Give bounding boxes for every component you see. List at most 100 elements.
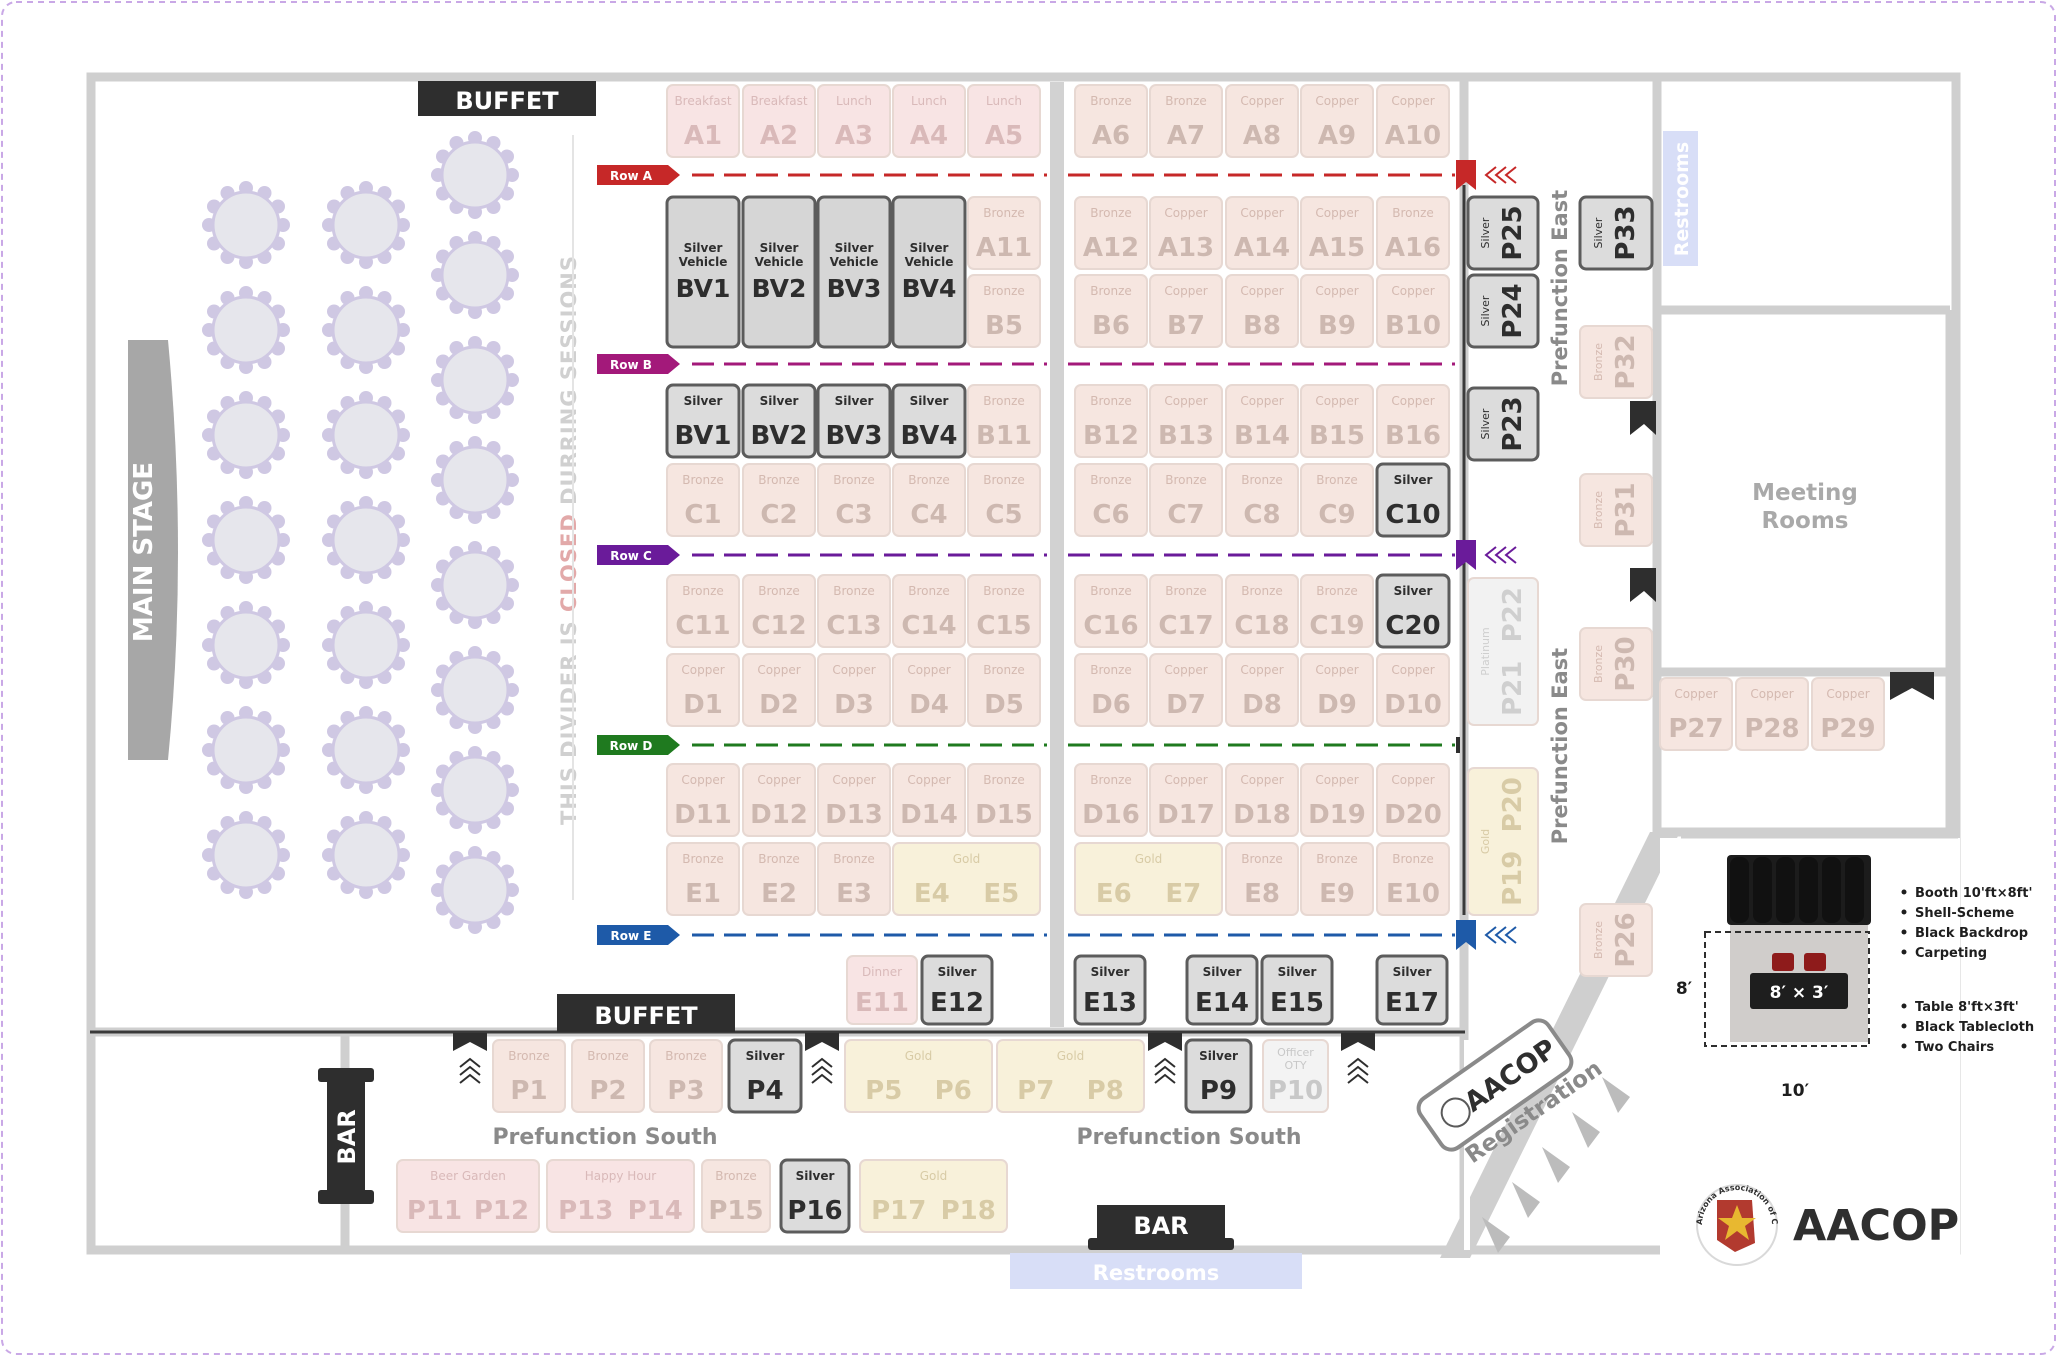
booth-b14[interactable]: CopperB14 bbox=[1225, 384, 1299, 458]
booth-e15[interactable]: SilverE15 bbox=[1260, 954, 1334, 1026]
booth-bv3[interactable]: SilverBV3 bbox=[816, 383, 892, 459]
booth-c9[interactable]: BronzeC9 bbox=[1300, 463, 1374, 537]
booth-e3[interactable]: BronzeE3 bbox=[817, 842, 891, 916]
booth-d11[interactable]: CopperD11 bbox=[666, 763, 740, 837]
booth-p4[interactable]: SilverP4 bbox=[727, 1038, 803, 1114]
booth-p30[interactable]: BronzeP30 bbox=[1579, 627, 1653, 701]
booth-d7[interactable]: CopperD7 bbox=[1149, 653, 1223, 727]
booth-p3[interactable]: BronzeP3 bbox=[649, 1039, 723, 1113]
booth-c15[interactable]: BronzeC15 bbox=[967, 574, 1041, 648]
booth-p28[interactable]: CopperP28 bbox=[1735, 677, 1809, 751]
booth-a12[interactable]: BronzeA12 bbox=[1074, 196, 1148, 270]
booth-d12[interactable]: CopperD12 bbox=[742, 763, 816, 837]
booth-bv1[interactable]: SilverVehicleBV1 bbox=[665, 195, 741, 349]
booth-d13[interactable]: CopperD13 bbox=[817, 763, 891, 837]
booth-d5[interactable]: BronzeD5 bbox=[967, 653, 1041, 727]
booth-p16[interactable]: SilverP16 bbox=[779, 1158, 851, 1234]
booth-c8[interactable]: BronzeC8 bbox=[1225, 463, 1299, 537]
booth-e4-e5[interactable]: GoldE4E5 bbox=[892, 842, 1041, 916]
booth-b6[interactable]: BronzeB6 bbox=[1074, 274, 1148, 348]
booth-d15[interactable]: BronzeD15 bbox=[967, 763, 1041, 837]
booth-bv1[interactable]: SilverBV1 bbox=[665, 383, 741, 459]
booth-bv4[interactable]: SilverVehicleBV4 bbox=[891, 195, 967, 349]
booth-d17[interactable]: CopperD17 bbox=[1149, 763, 1223, 837]
booth-p24[interactable]: SilverP24 bbox=[1466, 273, 1540, 349]
booth-b8[interactable]: CopperB8 bbox=[1225, 274, 1299, 348]
booth-c14[interactable]: BronzeC14 bbox=[892, 574, 966, 648]
booth-a6[interactable]: BronzeA6 bbox=[1074, 84, 1148, 158]
booth-c20[interactable]: SilverC20 bbox=[1375, 573, 1451, 649]
booth-a16[interactable]: BronzeA16 bbox=[1376, 196, 1450, 270]
booth-a2[interactable]: BreakfastA2 bbox=[742, 84, 816, 158]
booth-c7[interactable]: BronzeC7 bbox=[1149, 463, 1223, 537]
booth-d19[interactable]: CopperD19 bbox=[1300, 763, 1374, 837]
booth-e9[interactable]: BronzeE9 bbox=[1300, 842, 1374, 916]
booth-a3[interactable]: LunchA3 bbox=[817, 84, 891, 158]
booth-c18[interactable]: BronzeC18 bbox=[1225, 574, 1299, 648]
booth-a8[interactable]: CopperA8 bbox=[1225, 84, 1299, 158]
booth-p27[interactable]: CopperP27 bbox=[1659, 677, 1733, 751]
booth-a14[interactable]: CopperA14 bbox=[1225, 196, 1299, 270]
booth-a10[interactable]: CopperA10 bbox=[1376, 84, 1450, 158]
booth-e17[interactable]: SilverE17 bbox=[1375, 954, 1449, 1026]
booth-e6-e7[interactable]: GoldE6E7 bbox=[1074, 842, 1223, 916]
booth-c2[interactable]: BronzeC2 bbox=[742, 463, 816, 537]
booth-p25[interactable]: SilverP25 bbox=[1466, 195, 1540, 271]
booth-b12[interactable]: BronzeB12 bbox=[1074, 384, 1148, 458]
booth-d6[interactable]: BronzeD6 bbox=[1074, 653, 1148, 727]
booth-p11-p12[interactable]: Beer GardenP11P12 bbox=[396, 1159, 540, 1233]
booth-c6[interactable]: BronzeC6 bbox=[1074, 463, 1148, 537]
booth-d9[interactable]: CopperD9 bbox=[1300, 653, 1374, 727]
booth-a1[interactable]: BreakfastA1 bbox=[666, 84, 740, 158]
booth-p2[interactable]: BronzeP2 bbox=[571, 1039, 645, 1113]
booth-b9[interactable]: CopperB9 bbox=[1300, 274, 1374, 348]
booth-b7[interactable]: CopperB7 bbox=[1149, 274, 1223, 348]
booth-a11[interactable]: BronzeA11 bbox=[967, 196, 1041, 270]
booth-bv2[interactable]: SilverBV2 bbox=[741, 383, 817, 459]
booth-a13[interactable]: CopperA13 bbox=[1149, 196, 1223, 270]
booth-b10[interactable]: CopperB10 bbox=[1376, 274, 1450, 348]
booth-p13-p14[interactable]: Happy HourP13P14 bbox=[546, 1159, 695, 1233]
booth-p33[interactable]: SilverP33 bbox=[1578, 195, 1654, 271]
booth-d8[interactable]: CopperD8 bbox=[1225, 653, 1299, 727]
booth-d18[interactable]: CopperD18 bbox=[1225, 763, 1299, 837]
booth-p23[interactable]: SilverP23 bbox=[1466, 386, 1540, 462]
booth-p19-p20[interactable]: GoldP19P20 bbox=[1467, 767, 1539, 916]
booth-c11[interactable]: BronzeC11 bbox=[666, 574, 740, 648]
booth-bv3[interactable]: SilverVehicleBV3 bbox=[816, 195, 892, 349]
booth-p5-p6[interactable]: GoldP5P6 bbox=[844, 1039, 993, 1113]
booth-a7[interactable]: BronzeA7 bbox=[1149, 84, 1223, 158]
booth-a15[interactable]: CopperA15 bbox=[1300, 196, 1374, 270]
booth-c19[interactable]: BronzeC19 bbox=[1300, 574, 1374, 648]
booth-p32[interactable]: BronzeP32 bbox=[1579, 325, 1653, 399]
booth-p26[interactable]: BronzeP26 bbox=[1579, 903, 1653, 977]
booth-c17[interactable]: BronzeC17 bbox=[1149, 574, 1223, 648]
booth-a4[interactable]: LunchA4 bbox=[892, 84, 966, 158]
booth-p29[interactable]: CopperP29 bbox=[1811, 677, 1885, 751]
booth-b11[interactable]: BronzeB11 bbox=[967, 384, 1041, 458]
booth-b15[interactable]: CopperB15 bbox=[1300, 384, 1374, 458]
booth-p9[interactable]: SilverP9 bbox=[1184, 1038, 1253, 1114]
booth-d14[interactable]: CopperD14 bbox=[892, 763, 966, 837]
booth-d4[interactable]: CopperD4 bbox=[892, 653, 966, 727]
booth-d20[interactable]: CopperD20 bbox=[1376, 763, 1450, 837]
booth-p10[interactable]: OfficerOTYP10 bbox=[1262, 1039, 1329, 1113]
booth-bv4[interactable]: SilverBV4 bbox=[891, 383, 967, 459]
booth-b16[interactable]: CopperB16 bbox=[1376, 384, 1450, 458]
booth-p31[interactable]: BronzeP31 bbox=[1579, 473, 1653, 547]
booth-d1[interactable]: CopperD1 bbox=[666, 653, 740, 727]
booth-a5[interactable]: LunchA5 bbox=[967, 84, 1041, 158]
booth-c5[interactable]: BronzeC5 bbox=[967, 463, 1041, 537]
booth-d3[interactable]: CopperD3 bbox=[817, 653, 891, 727]
booth-c3[interactable]: BronzeC3 bbox=[817, 463, 891, 537]
booth-b13[interactable]: CopperB13 bbox=[1149, 384, 1223, 458]
booth-c16[interactable]: BronzeC16 bbox=[1074, 574, 1148, 648]
booth-d2[interactable]: CopperD2 bbox=[742, 653, 816, 727]
booth-d16[interactable]: BronzeD16 bbox=[1074, 763, 1148, 837]
booth-e13[interactable]: SilverE13 bbox=[1073, 954, 1147, 1026]
booth-p21-p22[interactable]: PlatinumP21P22 bbox=[1467, 577, 1539, 726]
booth-d10[interactable]: CopperD10 bbox=[1376, 653, 1450, 727]
booth-p15[interactable]: BronzeP15 bbox=[701, 1159, 771, 1233]
booth-e12[interactable]: SilverE12 bbox=[920, 954, 994, 1026]
booth-p7-p8[interactable]: GoldP7P8 bbox=[996, 1039, 1145, 1113]
